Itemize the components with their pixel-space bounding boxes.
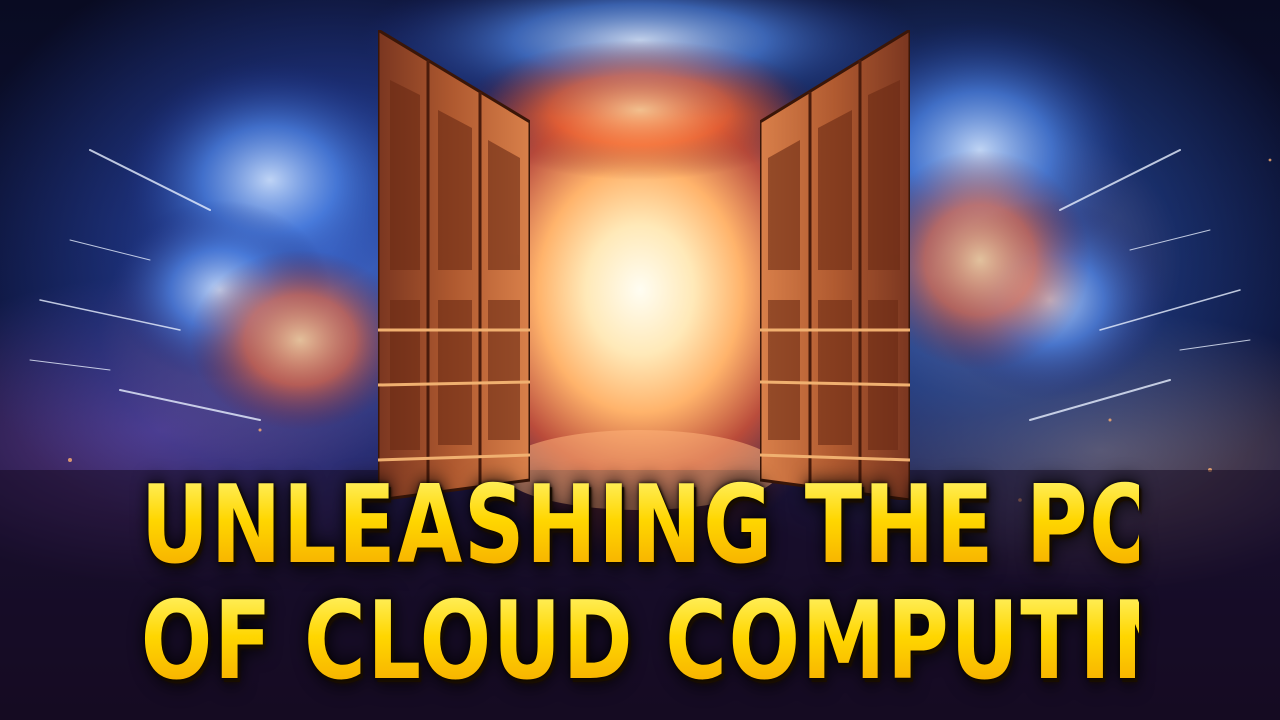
dark-ground bbox=[0, 470, 1280, 720]
orange-flame-left bbox=[190, 250, 410, 430]
right-door-hinges bbox=[760, 328, 910, 462]
left-door-planks bbox=[426, 60, 482, 493]
left-door bbox=[378, 30, 530, 500]
orange-flame-top bbox=[460, 40, 820, 180]
right-door-panels bbox=[768, 80, 900, 450]
title-line-1: UNLEASHING THE POWER bbox=[140, 463, 1280, 588]
right-door bbox=[760, 30, 910, 500]
orange-flame-right bbox=[870, 150, 1090, 370]
left-door-hinges bbox=[378, 328, 530, 462]
title-line-2: OF CLOUD COMPUTING bbox=[140, 579, 1255, 704]
light-streaks bbox=[29, 149, 1251, 421]
right-door-planks bbox=[808, 60, 862, 493]
left-door-panels bbox=[390, 80, 520, 450]
light-path bbox=[500, 430, 780, 510]
